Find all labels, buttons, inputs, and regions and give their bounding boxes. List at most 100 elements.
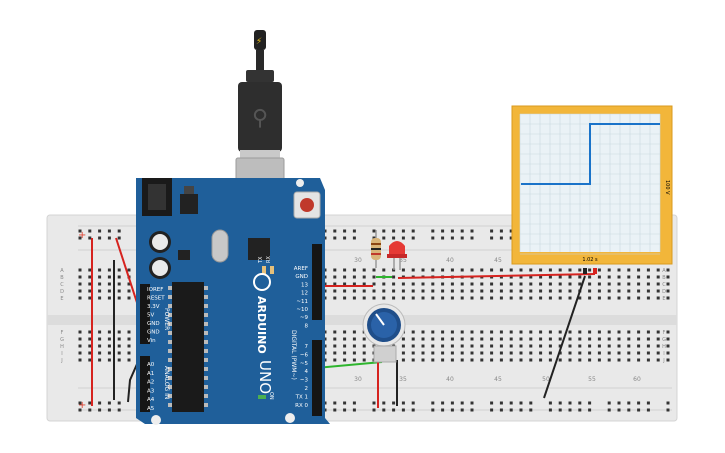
pin-label: ~3 (300, 378, 309, 384)
column-number: 45 (494, 376, 502, 383)
scope-trace (521, 123, 660, 185)
wire-scope-red[interactable] (397, 273, 596, 279)
pin-label: 13 (301, 282, 308, 288)
pin-label: A5 (147, 406, 155, 412)
analog-label: ANALOG IN (163, 366, 170, 399)
row-letter: B (60, 275, 64, 281)
power-header[interactable] (140, 284, 150, 344)
oscilloscope[interactable]: 100 V 1.02 s (511, 105, 673, 274)
pin-label: GND (147, 321, 160, 327)
row-letter: A (60, 268, 64, 274)
pin-label: ~6 (300, 352, 309, 358)
pin-label: GND (147, 330, 160, 336)
scope-probe-pos[interactable] (593, 268, 597, 274)
pin-label: ~10 (296, 307, 308, 313)
pin-label: Vin (147, 338, 156, 344)
row-letter: A (662, 268, 666, 274)
pin-label: 4 (305, 369, 309, 375)
pin-label: GND (295, 274, 308, 280)
row-letter: C (662, 282, 666, 288)
column-number: 35 (399, 376, 407, 383)
potentiometer[interactable] (362, 303, 406, 363)
scope-range-label: 100 V (664, 180, 670, 195)
row-letter: D (60, 289, 64, 295)
column-number: 50 (542, 376, 550, 383)
pin-label: RESET (147, 296, 165, 302)
row-letter: F (61, 330, 64, 336)
pin-label: 5V (147, 313, 154, 319)
column-number: 35 (399, 257, 407, 264)
digital-header-top[interactable] (312, 244, 322, 320)
arduino-uno[interactable]: TX RX ARDUINO UNO ON IOREF RESET 3.3V 5V GND… (136, 178, 330, 425)
resistor[interactable] (371, 230, 381, 268)
row-letter: E (662, 296, 665, 302)
voltage-regulator (180, 194, 198, 214)
row-letter: I (61, 351, 62, 357)
pin-label: ~5 (300, 361, 309, 367)
red-led[interactable] (387, 241, 407, 270)
usb-chip (248, 238, 270, 260)
lightning-icon: ⚡ (256, 37, 262, 47)
atmega-chip (172, 282, 204, 412)
digital-label: DIGITAL (PWM~) (290, 330, 297, 380)
analog-header[interactable] (140, 356, 150, 412)
row-letter: B (662, 275, 666, 281)
digital-header-bottom[interactable] (312, 340, 322, 416)
on-label: ON (268, 392, 274, 400)
row-letter: G (662, 337, 666, 343)
infinity-logo (253, 273, 271, 291)
row-letter: C (60, 282, 64, 288)
pin-label: 12 (301, 291, 308, 297)
power-pin-labels: IOREF RESET 3.3V 5V GND GND Vin (147, 287, 165, 344)
column-number: 30 (354, 257, 362, 264)
on-led (258, 395, 266, 399)
row-letter: G (60, 337, 64, 343)
pin-label: A4 (147, 397, 155, 403)
pin-label: A0 (147, 362, 155, 368)
row-letter: H (662, 344, 666, 350)
digital-pin-labels-top: AREF GND 13 12 ~11 ~10 ~9 8 (294, 266, 309, 329)
pin-label: TX 1 (295, 394, 308, 400)
column-number: 55 (588, 376, 596, 383)
pin-label: 7 (305, 344, 309, 350)
row-letter: E (60, 296, 63, 302)
pin-label: AREF (294, 266, 308, 272)
plus-rail-label: + (78, 230, 86, 241)
pin-label: ~9 (300, 315, 309, 321)
pin-label: 2 (305, 386, 309, 392)
pin-label: ~11 (296, 299, 308, 305)
pin-label: RX 0 (295, 403, 308, 409)
scope-time-label: 1.02 s (582, 257, 598, 263)
row-letter: I (663, 351, 664, 357)
power-label: POWER (163, 308, 170, 330)
column-number: 40 (446, 257, 454, 264)
column-number: 40 (446, 376, 454, 383)
usb-icon: ⚲ (252, 106, 268, 131)
pin-label: 8 (305, 323, 309, 329)
row-letter: H (60, 344, 64, 350)
pin-label: IOREF (147, 287, 163, 293)
model-label: UNO (256, 360, 274, 394)
digital-pin-labels-bottom: 7 ~6 ~5 4 ~3 2 TX 1 RX 0 (295, 344, 309, 409)
scope-probe-neg[interactable] (583, 268, 587, 274)
column-number: 45 (494, 257, 502, 264)
tx-label: TX (258, 256, 264, 264)
row-letter: J (60, 358, 62, 364)
column-number: 60 (633, 376, 641, 383)
plus-rail-label-bottom: + (78, 400, 86, 411)
row-letter: F (663, 330, 666, 336)
row-letter: J (662, 358, 664, 364)
rx-label: RX (266, 256, 272, 263)
brand-label: ARDUINO (255, 296, 268, 354)
pin-label: 3.3V (147, 304, 160, 310)
crystal (211, 229, 229, 263)
pin-label: A2 (147, 380, 154, 386)
column-number: 30 (354, 376, 362, 383)
wire-scope-black[interactable] (543, 275, 586, 399)
pin-label: A3 (147, 388, 155, 394)
row-letter: D (662, 289, 666, 295)
pin-label: A1 (147, 371, 154, 377)
